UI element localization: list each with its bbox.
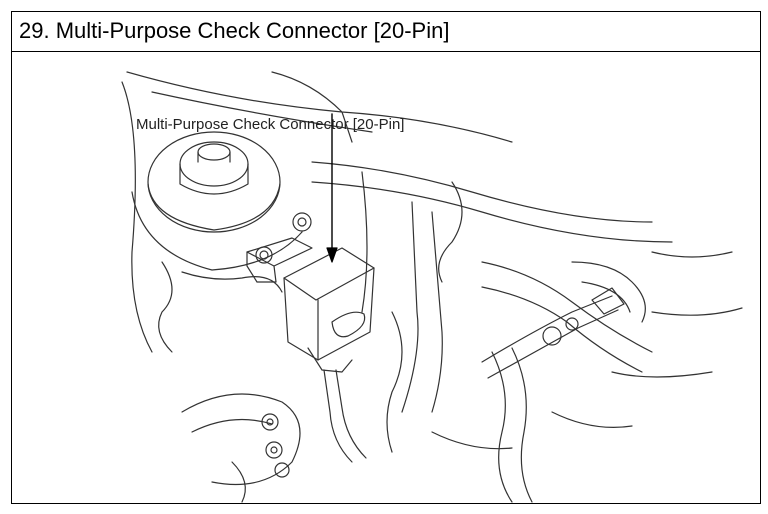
section-title: 29. Multi-Purpose Check Connector [20-Pi… bbox=[19, 18, 450, 43]
callout-arrowhead bbox=[326, 247, 338, 263]
check-connector-body bbox=[283, 247, 375, 463]
lower-mount-bolts bbox=[181, 393, 301, 503]
engine-detail-lines bbox=[386, 251, 743, 453]
engine-bay-line-drawing bbox=[121, 71, 743, 503]
connector-bracket bbox=[246, 212, 313, 283]
section-header: 29. Multi-Purpose Check Connector [20-Pi… bbox=[12, 12, 760, 52]
engine-bay-illustration: Multi-Purpose Check Connector [20-Pin] bbox=[12, 52, 760, 503]
body-panel-lines bbox=[121, 71, 673, 413]
callout-label: Multi-Purpose Check Connector [20-Pin] bbox=[136, 116, 405, 133]
strut-tower-mount bbox=[131, 131, 303, 271]
section-frame: 29. Multi-Purpose Check Connector [20-Pi… bbox=[11, 11, 761, 504]
cable-assembly bbox=[481, 287, 625, 503]
